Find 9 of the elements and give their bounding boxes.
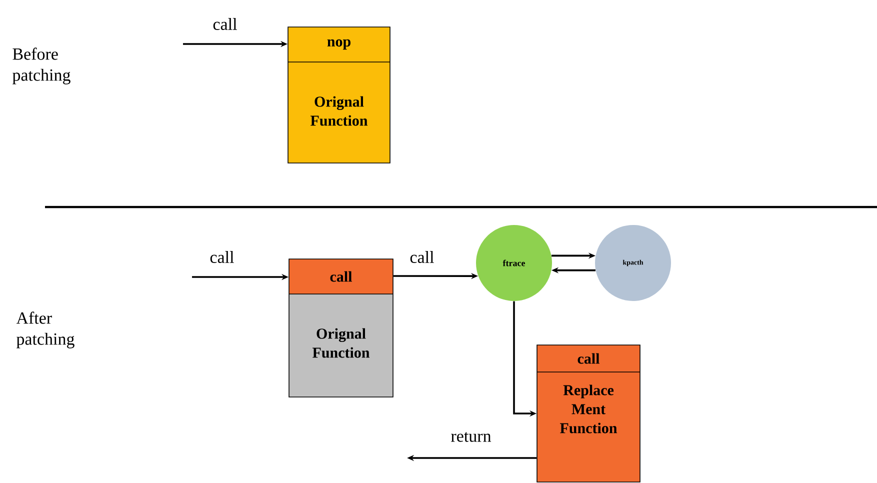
edge-label: call — [212, 17, 238, 31]
edge-label: return — [450, 431, 492, 443]
function-box: call Replace Ment Function — [536, 344, 640, 482]
section-label: Before patching — [12, 48, 70, 84]
edge-label: call — [208, 250, 236, 264]
section-label: After patching — [16, 312, 74, 348]
edge-label: call — [408, 250, 436, 264]
function-box: call Orignal Function — [288, 258, 394, 398]
function-box: nop Orignal Function — [288, 26, 390, 164]
